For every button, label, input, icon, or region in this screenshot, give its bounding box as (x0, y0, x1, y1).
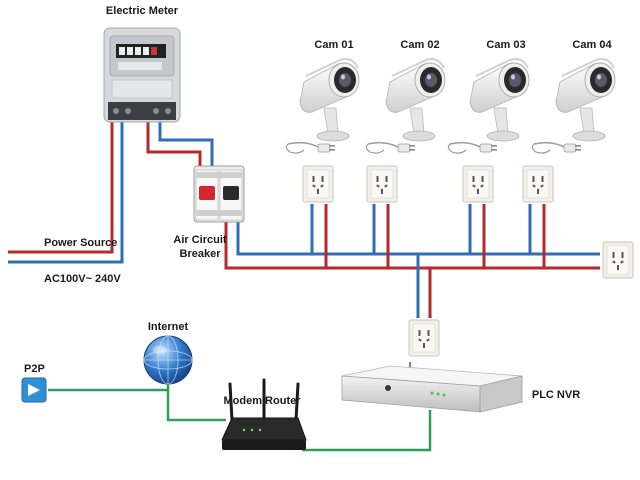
camera-03: Cam 03 (447, 39, 530, 154)
breaker-label-line1: Air Circuit (173, 234, 227, 246)
camera-01-label: Cam 01 (314, 39, 353, 51)
wall-socket-cam-01 (302, 165, 334, 203)
breaker-to-bus-neutral-wire (236, 222, 600, 256)
power-wires (8, 120, 600, 318)
breaker-to-bus-live-wire (224, 222, 600, 270)
air-circuit-breaker (193, 165, 245, 223)
wall-socket-nvr (408, 319, 440, 357)
camera-04: Cam 04 (531, 39, 616, 154)
electric-meter (103, 27, 181, 123)
camera-01: Cam 01 (285, 39, 360, 154)
power-source-label: Power Source (44, 237, 117, 249)
plc-nvr (341, 365, 523, 413)
camera-02-label: Cam 02 (400, 39, 439, 51)
power-source-neutral-wire (8, 120, 124, 264)
meter-to-breaker-live-wire (146, 120, 202, 168)
router-to-nvr-wire (302, 410, 432, 452)
internet-globe-icon (143, 335, 193, 385)
electric-meter-label: Electric Meter (106, 5, 179, 17)
voltage-label: AC100V~ 240V (44, 273, 121, 285)
wall-socket-cam-04 (522, 165, 554, 203)
power-source-live-wire (8, 120, 114, 254)
p2p-icon (21, 377, 47, 403)
internet-label: Internet (148, 321, 189, 333)
internet-to-router-wire (166, 390, 226, 422)
p2p-label: P2P (24, 363, 45, 375)
breaker-label-line2: Breaker (180, 248, 222, 260)
modem-router (221, 378, 307, 450)
p2p-to-internet-wire (48, 378, 170, 392)
plc-nvr-label: PLC NVR (532, 389, 580, 401)
wall-socket-spare (602, 241, 634, 279)
camera-02: Cam 02 (365, 39, 446, 154)
wall-socket-cam-03 (462, 165, 494, 203)
camera-03-label: Cam 03 (486, 39, 525, 51)
meter-to-breaker-neutral-wire (158, 120, 214, 168)
wall-socket-cam-02 (366, 165, 398, 203)
camera-04-label: Cam 04 (572, 39, 612, 51)
modem-router-label: Modem Router (224, 395, 302, 407)
